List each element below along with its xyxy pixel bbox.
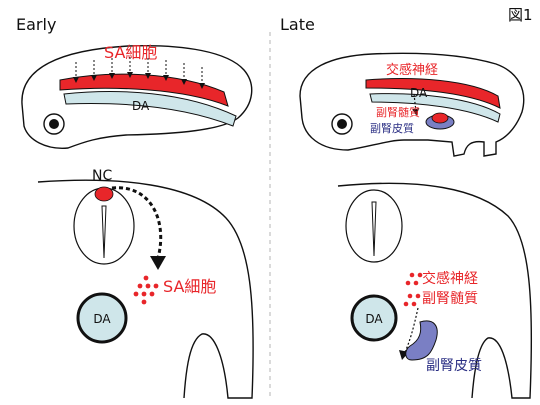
early-embryo: SA細胞 DA (21, 43, 253, 149)
late-section-cortex-label: 副腎皮質 (426, 358, 482, 374)
late-sympathetic-label: 交感神経 (386, 62, 438, 78)
late-section-outline (337, 182, 533, 399)
late-sympathetic-band (365, 78, 501, 109)
early-section-sa-label: SA細胞 (163, 277, 216, 296)
late-medulla-cells (403, 293, 421, 307)
late-descending-path (403, 307, 419, 355)
late-medulla-label: 副腎髄質 (376, 105, 420, 119)
late-embryo: 交感神経 DA 副腎髄質 副腎皮質 (299, 52, 525, 157)
early-nc-label: NC (92, 168, 112, 184)
figure-label: 図1 (508, 6, 533, 24)
late-section-medulla-label: 副腎髄質 (422, 291, 478, 307)
early-da-label: DA (132, 99, 150, 113)
late-pupil (337, 119, 347, 129)
early-sa-label: SA細胞 (104, 43, 157, 62)
late-neural-canal (371, 201, 377, 257)
early-arrowhead-icon (150, 256, 166, 270)
late-section-cortex (405, 320, 438, 361)
early-neural-canal (101, 205, 107, 259)
late-heading: Late (280, 15, 315, 34)
late-cortex-label: 副腎皮質 (370, 121, 414, 135)
late-sympathetic-cells (405, 272, 423, 286)
early-heading: Early (16, 15, 56, 34)
early-dorsal-aorta (63, 91, 237, 127)
late-da-label: DA (410, 86, 428, 100)
early-section-da-label: DA (93, 312, 111, 326)
late-migration-arrow (412, 93, 420, 116)
early-aorta (76, 292, 128, 344)
late-section-da-label: DA (365, 312, 383, 326)
late-dorsal-aorta (369, 93, 501, 123)
late-section: 交感神経 副腎髄質 DA 副腎皮質 (337, 182, 533, 399)
late-section-sympathetic-label: 交感神経 (422, 270, 478, 287)
early-section-outline (37, 179, 254, 399)
late-adrenal-medulla (431, 112, 449, 124)
early-nc-cells (94, 186, 114, 202)
early-migration-arrows (73, 57, 205, 89)
early-sa-cells (133, 275, 159, 305)
early-section: NC SA細胞 DA (37, 168, 254, 399)
late-aorta (350, 294, 398, 342)
early-pupil (49, 119, 59, 129)
late-embryo-body (299, 52, 525, 157)
